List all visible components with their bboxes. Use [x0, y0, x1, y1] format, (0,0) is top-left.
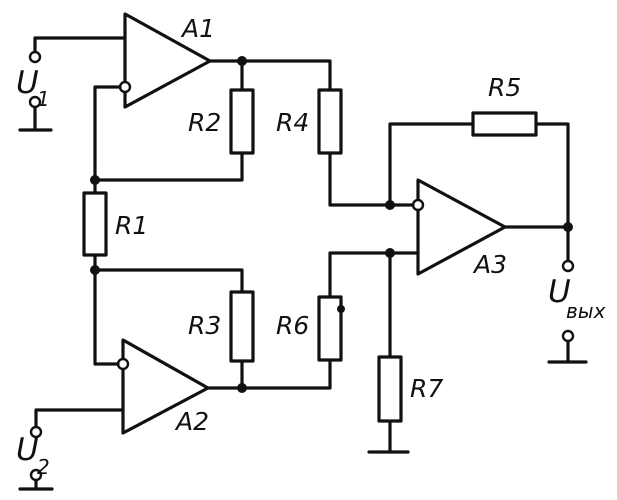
label-u1-subscript: 1 — [37, 87, 50, 111]
resistor-r7 — [377, 355, 403, 423]
label-r6: R6 — [276, 311, 309, 340]
label-uout-subscript: вых — [566, 299, 606, 323]
terminal-uout — [561, 259, 575, 273]
terminal-u2-in — [29, 425, 43, 439]
resistor-r4 — [317, 88, 343, 155]
terminal-u1-in — [28, 50, 42, 64]
label-r2: R2 — [188, 108, 221, 137]
junction-dot — [385, 200, 395, 210]
resistor-r5 — [471, 111, 538, 137]
label-r3: R3 — [188, 311, 221, 340]
label-r1: R1 — [115, 211, 148, 240]
junction-dot — [337, 305, 345, 313]
resistor-r2 — [229, 88, 255, 155]
label-u1-symbol: U — [16, 65, 39, 101]
label-r5: R5 — [488, 73, 521, 102]
junctions — [90, 56, 573, 393]
label-u2: U 2 — [16, 432, 50, 479]
junction-dot — [90, 175, 100, 185]
terminal-u2-gnd — [29, 468, 43, 482]
label-u2-subscript: 2 — [37, 455, 50, 479]
junction-dot — [563, 222, 573, 232]
label-r4: R4 — [276, 108, 309, 137]
grounds — [18, 103, 588, 491]
label-u2-symbol: U — [16, 432, 39, 468]
label-a3: A3 — [472, 250, 507, 279]
junction-dot — [237, 383, 247, 393]
label-r7: R7 — [410, 374, 443, 403]
label-a1: A1 — [180, 14, 215, 43]
label-u1: U 1 — [16, 65, 50, 111]
label-uout: U вых — [548, 274, 606, 323]
wires — [33, 36, 570, 454]
resistor-r3 — [229, 290, 255, 363]
junction-dot — [237, 56, 247, 66]
resistor-r1 — [82, 191, 108, 257]
terminal-u1-gnd — [28, 95, 42, 109]
junction-dot — [90, 265, 100, 275]
label-a2: A2 — [174, 407, 209, 436]
junction-dot — [385, 248, 395, 258]
terminals — [28, 50, 575, 482]
label-uout-symbol: U — [548, 274, 571, 310]
terminal-uout-gnd — [561, 329, 575, 343]
resistor-r6 — [317, 295, 343, 362]
opamp-a1 — [118, 12, 212, 109]
